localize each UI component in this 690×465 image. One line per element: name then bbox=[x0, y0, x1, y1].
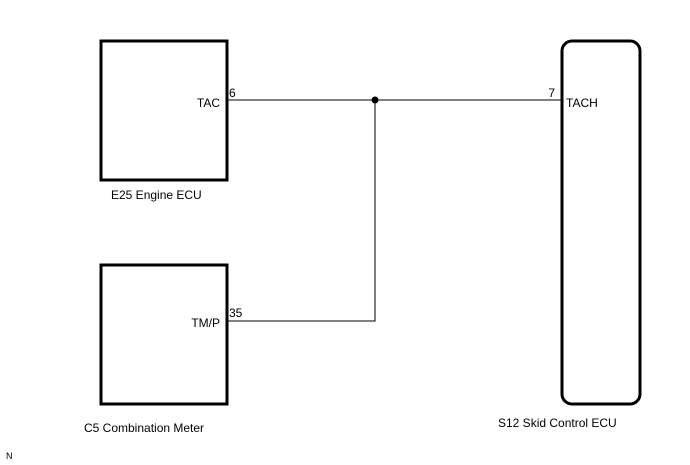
engine-ecu-terminal-label: TAC bbox=[197, 96, 220, 110]
combination-meter-pin-number: 35 bbox=[229, 306, 243, 320]
combination-meter-terminal-label: TM/P bbox=[191, 316, 220, 330]
skid-control-ecu-terminal-label: TACH bbox=[566, 96, 598, 110]
skid-control-ecu-pin-number: 7 bbox=[548, 86, 555, 100]
combination-meter-label: C5 Combination Meter bbox=[84, 421, 204, 435]
skid-control-ecu-box bbox=[560, 39, 642, 406]
engine-ecu-box bbox=[99, 39, 229, 182]
skid-control-ecu-label: S12 Skid Control ECU bbox=[498, 416, 617, 430]
engine-ecu-pin-number: 6 bbox=[229, 86, 236, 100]
wire-tmp-to-junction bbox=[227, 100, 376, 322]
splice-junction-dot bbox=[371, 96, 379, 104]
corner-mark: N bbox=[6, 451, 13, 461]
combination-meter-box bbox=[99, 263, 229, 406]
engine-ecu-label: E25 Engine ECU bbox=[111, 188, 202, 202]
